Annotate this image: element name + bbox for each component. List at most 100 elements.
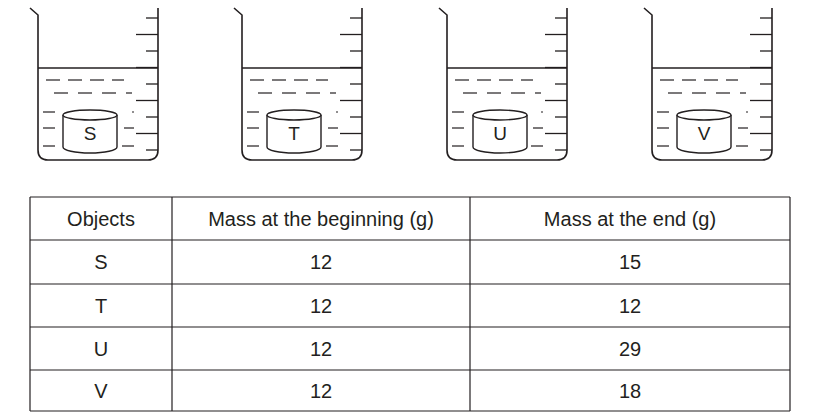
water-mark — [250, 79, 264, 80]
water-mark — [463, 92, 477, 93]
water-mark — [726, 79, 738, 80]
table-cell-text: Objects — [67, 207, 135, 231]
table-cell-text: 15 — [619, 250, 641, 274]
water-mark — [330, 92, 336, 93]
graduation-mark — [545, 133, 567, 134]
graduation-mark — [760, 83, 772, 84]
beaker-outline — [234, 8, 362, 160]
table-cell-text: T — [95, 294, 107, 318]
graduation-mark — [760, 116, 772, 117]
water-mark — [692, 92, 706, 93]
table-cell: 12 — [172, 370, 470, 411]
table-rule — [30, 239, 790, 240]
beaker-outline — [30, 8, 158, 160]
water-surface — [242, 67, 362, 68]
water-mark — [258, 92, 272, 93]
water-mark — [660, 79, 674, 80]
water-mark — [54, 92, 68, 93]
water-mark — [668, 92, 682, 93]
table-cell-text: Mass at the beginning (g) — [208, 207, 434, 231]
water-surface — [447, 67, 567, 68]
beaker-outline — [644, 8, 772, 160]
beaker — [439, 8, 567, 160]
graduation-mark — [340, 133, 362, 134]
table-cell: Mass at the beginning (g) — [172, 197, 470, 240]
water-mark — [90, 79, 104, 80]
object-label: T — [266, 123, 322, 145]
beaker-outline — [439, 8, 567, 160]
water-mark — [531, 145, 543, 146]
table-cell-text: 12 — [619, 294, 641, 318]
water-mark — [738, 127, 748, 128]
water-mark — [124, 127, 134, 128]
object-label: V — [676, 123, 732, 145]
graduation-mark — [146, 17, 158, 18]
table-cell: U — [30, 327, 172, 370]
water-mark — [535, 92, 541, 93]
table-cell-text: 29 — [619, 337, 641, 361]
water-mark — [716, 92, 730, 93]
table-rule — [30, 326, 790, 327]
water-mark — [455, 79, 469, 80]
table-cell-text: 12 — [310, 337, 332, 361]
table-cell-text: 12 — [310, 250, 332, 274]
table-cell-text: 12 — [310, 379, 332, 403]
graduation-mark — [555, 116, 567, 117]
table-rule — [469, 197, 470, 411]
graduation-mark — [350, 149, 362, 150]
table-cell: 29 — [470, 327, 790, 370]
water-mark — [272, 79, 286, 80]
water-mark — [306, 92, 320, 93]
water-mark — [452, 145, 464, 146]
water-mark — [746, 111, 748, 112]
graduation-mark — [340, 34, 362, 35]
graduation-mark — [545, 100, 567, 101]
table-rule — [30, 196, 790, 197]
graduation-mark — [750, 34, 772, 35]
graduation-mark — [350, 50, 362, 51]
water-mark — [247, 145, 259, 146]
table-cell-text: U — [94, 337, 108, 361]
table-cell: 12 — [470, 284, 790, 327]
graduation-mark — [136, 100, 158, 101]
water-mark — [499, 79, 513, 80]
water-mark — [316, 79, 328, 80]
object-cylinder: T — [266, 108, 322, 154]
table-cell: Mass at the end (g) — [470, 197, 790, 240]
object-cylinder: S — [62, 108, 118, 154]
water-mark — [657, 145, 669, 146]
graduation-mark — [760, 149, 772, 150]
graduation-mark — [750, 100, 772, 101]
water-surface — [38, 67, 158, 68]
water-mark — [78, 92, 92, 93]
water-mark — [112, 79, 124, 80]
graduation-mark — [136, 133, 158, 134]
water-mark — [521, 79, 533, 80]
table-cell: 12 — [172, 284, 470, 327]
object-cylinder: V — [676, 108, 732, 154]
table-rule — [29, 197, 30, 411]
beaker — [30, 8, 158, 160]
graduation-mark — [750, 133, 772, 134]
table-rule — [171, 197, 172, 411]
graduation-mark — [340, 100, 362, 101]
graduation-mark — [350, 17, 362, 18]
graduation-mark — [545, 34, 567, 35]
table-cell: 12 — [172, 327, 470, 370]
water-mark — [43, 127, 55, 128]
water-mark — [452, 127, 464, 128]
water-mark — [541, 111, 543, 112]
table-cell: T — [30, 284, 172, 327]
water-mark — [43, 111, 55, 112]
table-cell-text: S — [94, 250, 107, 274]
water-mark — [122, 145, 134, 146]
table-cell: V — [30, 370, 172, 411]
water-mark — [102, 92, 116, 93]
object-cylinder: U — [472, 108, 528, 154]
table-cell-text: 18 — [619, 379, 641, 403]
water-mark — [326, 145, 338, 146]
water-mark — [736, 145, 748, 146]
water-mark — [682, 79, 696, 80]
graduation-mark — [350, 83, 362, 84]
table-grid — [30, 197, 790, 411]
